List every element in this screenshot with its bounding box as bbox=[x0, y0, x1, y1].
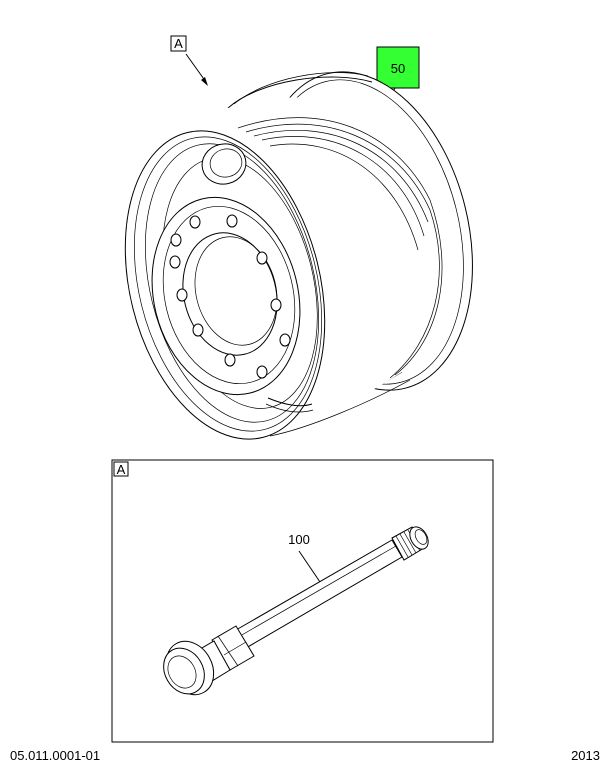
valve-extension bbox=[163, 526, 429, 696]
svg-text:A: A bbox=[174, 36, 183, 51]
leader-line-100 bbox=[298, 550, 321, 583]
detail-frame bbox=[111, 459, 494, 743]
view-label-a: A bbox=[170, 35, 187, 52]
callout-100[interactable]: 100 bbox=[288, 532, 310, 547]
callout-50[interactable]: 50 bbox=[376, 46, 420, 89]
footer-right: 2013 bbox=[571, 748, 600, 761]
svg-text:50: 50 bbox=[391, 61, 405, 76]
detail-label-a: A bbox=[113, 461, 129, 477]
view-arrow bbox=[185, 53, 208, 86]
stud-holes bbox=[169, 214, 291, 379]
wheel-rim bbox=[124, 71, 473, 440]
footer-left: 05.011.0001-01 bbox=[10, 748, 100, 761]
svg-text:A: A bbox=[117, 462, 126, 477]
